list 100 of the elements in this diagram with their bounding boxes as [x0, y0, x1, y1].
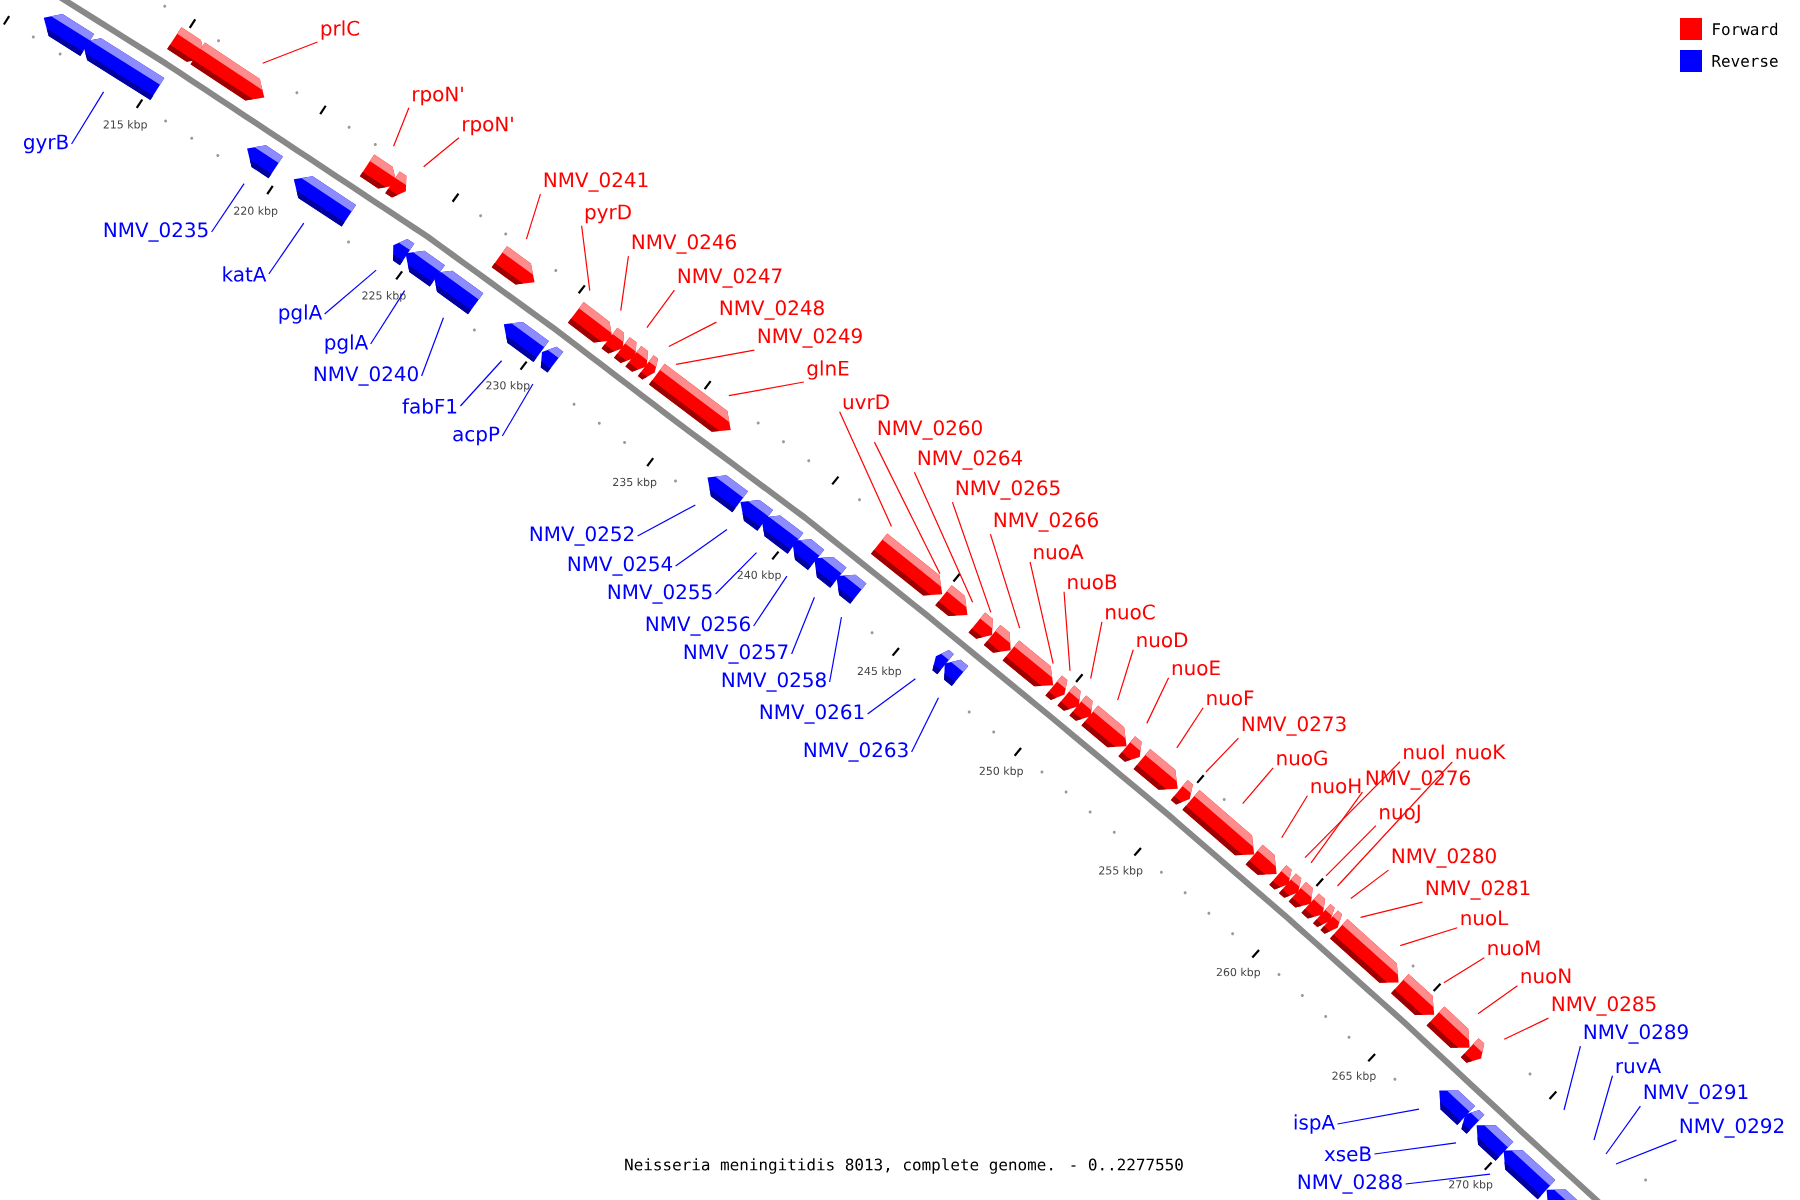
gene-label: nuoL [1461, 910, 1509, 926]
gene-label: glnE [807, 360, 849, 380]
gene-label: nuoB [1068, 574, 1117, 590]
leader-line [1242, 767, 1274, 805]
leader-line [501, 383, 534, 437]
gene-label: nuoG [1277, 750, 1327, 766]
leader-line [421, 317, 445, 377]
gene-feature [1081, 705, 1127, 748]
gene-feature [968, 612, 993, 639]
gene-label: NMV_0273 [1242, 716, 1346, 736]
leader-line [791, 596, 815, 655]
gene-label: nuoK [1456, 744, 1506, 760]
gene-feature [433, 270, 484, 315]
leader-line [1605, 1105, 1641, 1155]
gene-label: NMV_0289 [1584, 1024, 1688, 1044]
gene-feature [1426, 1006, 1470, 1048]
leader-line [728, 381, 805, 397]
gene-feature [1503, 1150, 1556, 1200]
gene-label: pglA [325, 334, 369, 354]
gene-feature [625, 345, 648, 372]
gene-feature [983, 625, 1011, 653]
gene-feature [1476, 1125, 1514, 1161]
gene-feature [944, 659, 969, 687]
leader-line [1336, 761, 1453, 887]
leader-line [637, 504, 696, 537]
gene-feature [836, 574, 867, 604]
gene-label: NMV_0240 [314, 366, 418, 386]
gene-label: NMV_0248 [720, 300, 824, 320]
leader-line [1281, 795, 1308, 839]
leader-line [1615, 1139, 1677, 1165]
leader-line [646, 289, 675, 329]
leader-line [989, 533, 1021, 629]
leader-line [1310, 791, 1363, 864]
gene-label: NMV_0260 [878, 420, 982, 440]
leader-line [839, 411, 893, 528]
leader-line [1176, 707, 1204, 749]
gene-label: rpoN' [413, 86, 463, 106]
gene-label: NMV_0288 [1298, 1174, 1402, 1194]
gene-feature [247, 145, 283, 179]
gene-feature [1182, 790, 1255, 856]
leader-line [1443, 957, 1485, 984]
gene-label: NMV_0241 [544, 172, 648, 192]
gene-feature [1057, 685, 1081, 711]
gene-label: NMV_0261 [760, 704, 864, 724]
gene-label: gyrB [23, 134, 68, 154]
leader-line [525, 193, 541, 240]
leader-line [873, 441, 941, 575]
gene-label: NMV_0266 [994, 512, 1098, 532]
leader-line [753, 575, 788, 627]
leader-line [1477, 985, 1519, 1015]
gene-feature [1330, 919, 1399, 983]
leader-line [1563, 1045, 1581, 1111]
leader-line [715, 551, 758, 595]
leader-line [393, 107, 410, 147]
gene-feature [1118, 736, 1142, 762]
leader-line [675, 349, 755, 365]
gene-label: nuoI [1404, 744, 1444, 760]
gene-label: nuoA [1034, 544, 1084, 560]
leader-line [867, 678, 916, 715]
leader-line [911, 697, 940, 753]
gene-feature [190, 42, 265, 101]
leader-line [1029, 561, 1054, 665]
leader-line [262, 41, 319, 64]
gene-label: NMV_0257 [684, 644, 788, 664]
gene-label: prlC [321, 20, 360, 40]
leader-line [1325, 825, 1377, 877]
leader-line [1373, 1142, 1457, 1155]
leader-line [1090, 621, 1103, 680]
gene-feature [870, 533, 943, 596]
leader-line [1593, 1075, 1614, 1141]
gene-label: ruvA [1616, 1058, 1661, 1074]
gene-label: NMV_0280 [1392, 848, 1496, 868]
gene-feature [1002, 640, 1054, 687]
gene-feature [935, 585, 968, 617]
gene-label: nuoH [1311, 778, 1361, 794]
leader-line [1350, 869, 1389, 900]
gene-label: nuoN [1521, 968, 1571, 984]
gene-label: NMV_0258 [722, 672, 826, 692]
leader-line [913, 471, 974, 603]
gene-feature [540, 346, 564, 373]
gene-label: pglA [279, 304, 323, 324]
leader-line [370, 290, 406, 345]
gene-feature [385, 171, 407, 198]
gene-feature [503, 321, 549, 362]
gene-feature [637, 355, 659, 380]
gene-feature [1288, 882, 1313, 908]
gene-feature [567, 302, 613, 343]
gene-feature [82, 38, 165, 101]
leader-line [581, 225, 591, 292]
gene-feature [1301, 893, 1326, 919]
gene-label: katA [223, 266, 267, 282]
gene-label: nuoC [1106, 604, 1155, 620]
gene-label: NMV_0291 [1644, 1084, 1748, 1104]
gene-label: NMV_0255 [608, 584, 712, 604]
gene-label: nuoF [1207, 690, 1254, 706]
gene-label: xseB [1324, 1146, 1371, 1162]
gene-label: NMV_0281 [1426, 880, 1530, 900]
gene-feature [491, 246, 535, 285]
leader-line [211, 183, 245, 233]
leader-line [951, 501, 992, 613]
